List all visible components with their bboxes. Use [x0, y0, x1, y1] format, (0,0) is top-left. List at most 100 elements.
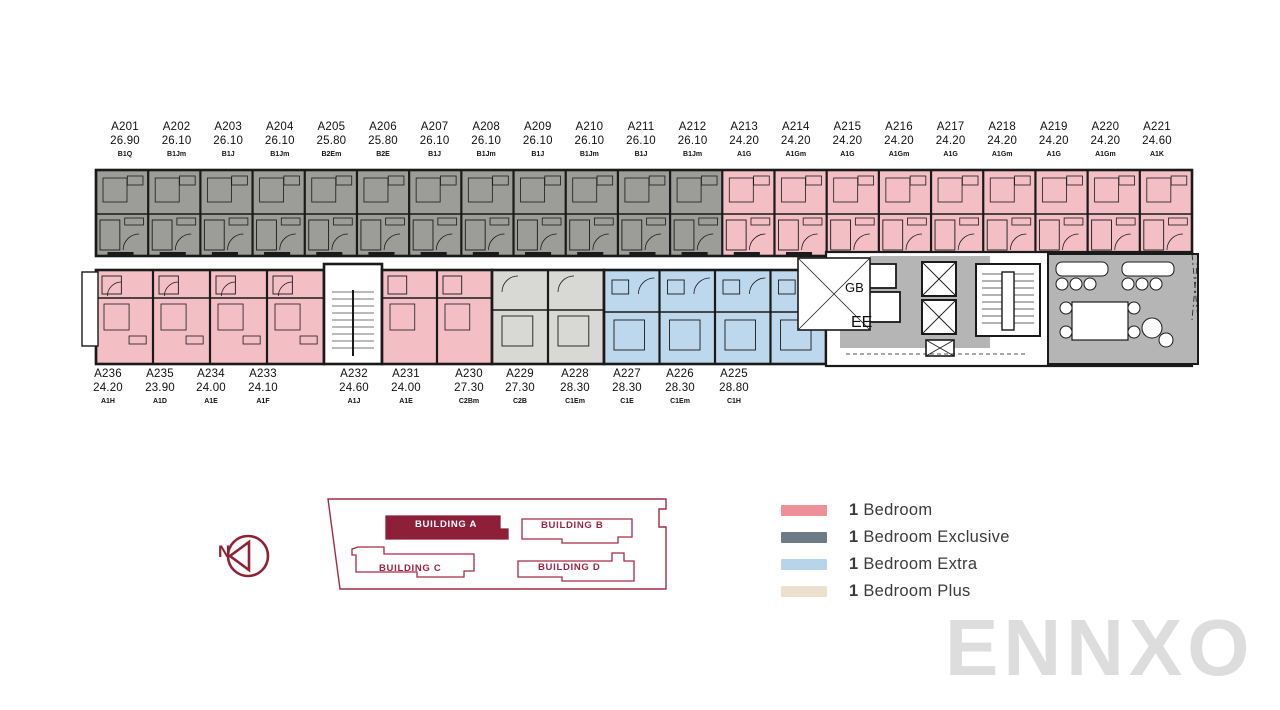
- legend-swatch: [781, 586, 827, 597]
- lounge-chair-symbol: [1141, 317, 1163, 339]
- unit-cell-a221[interactable]: [1139, 170, 1192, 256]
- door-swing: [383, 233, 401, 251]
- unit-type-code: A1G: [840, 151, 855, 158]
- unit-cell-a203[interactable]: [200, 170, 253, 256]
- unit-number: A206: [369, 121, 397, 133]
- kitchen-symbol: [802, 217, 823, 226]
- unit-cell-a202[interactable]: [148, 170, 201, 256]
- facade-mullion: [368, 252, 395, 256]
- unit-cell-a206[interactable]: [356, 170, 410, 256]
- unit-type-code: B1Jm: [683, 151, 703, 158]
- unit-number: A225: [720, 368, 748, 380]
- legend-label: 1 Bedroom Extra: [849, 555, 977, 574]
- bathroom-symbol: [308, 219, 330, 251]
- unit-cell-a213[interactable]: [722, 170, 775, 256]
- chair-symbol: [1127, 325, 1141, 339]
- bed-symbol: [274, 303, 301, 331]
- unit-type-code: A1D: [152, 398, 167, 405]
- bathroom-symbol: [722, 279, 741, 295]
- unit-area: 27.30: [505, 382, 535, 394]
- unit-cell-a219[interactable]: [1035, 170, 1088, 256]
- bed-symbol: [206, 177, 232, 203]
- unit-type-code: A1Gm: [1095, 151, 1116, 158]
- unit-cell-a215[interactable]: [826, 170, 879, 256]
- bed-symbol: [259, 177, 284, 203]
- wardrobe-symbol: [126, 175, 144, 186]
- door-swing: [540, 233, 557, 251]
- unit-area: 24.20: [884, 135, 914, 147]
- unit-area: 24.20: [93, 382, 123, 394]
- keyplan-label-building-a[interactable]: BUILDING A: [415, 519, 478, 530]
- unit-type-code: C1Em: [670, 398, 690, 405]
- bathroom-symbol: [725, 219, 747, 251]
- unit-area: 28.80: [719, 382, 749, 394]
- unit-number: A217: [936, 121, 965, 133]
- unit-number: A230: [455, 368, 483, 380]
- door-swing: [331, 233, 348, 251]
- chair-symbol: [1059, 325, 1073, 339]
- bed-symbol: [728, 177, 754, 203]
- unit-cell-a207[interactable]: [409, 170, 462, 256]
- unit-cell-a217[interactable]: [931, 170, 984, 256]
- unit-cell-a211[interactable]: [617, 170, 671, 256]
- bed-symbol: [102, 177, 128, 203]
- chair-symbol: [1059, 301, 1073, 315]
- unit-cell-a205[interactable]: [304, 170, 357, 256]
- legend-label-count: 1: [849, 555, 859, 573]
- unit-number: A231: [392, 368, 420, 380]
- unit-cell-a209[interactable]: [513, 170, 566, 256]
- legend-item-3: 1 Bedroom Plus: [781, 578, 1010, 605]
- unit-area: 26.10: [264, 135, 295, 147]
- kitchen-symbol: [299, 335, 318, 345]
- keyplan-label-building-c[interactable]: BUILDING C: [379, 563, 442, 574]
- keyplan-label-building-d[interactable]: BUILDING D: [538, 562, 601, 573]
- elevator-x: [925, 339, 955, 357]
- kitchen-symbol: [1063, 217, 1084, 226]
- bathroom-symbol: [611, 279, 630, 295]
- unit-area: 24.20: [935, 135, 966, 147]
- bed-symbol: [669, 319, 701, 351]
- unit-number: A208: [472, 121, 501, 133]
- wardrobe-symbol: [1118, 175, 1135, 186]
- unit-cell-a208[interactable]: [461, 170, 514, 256]
- kitchen-symbol: [594, 217, 614, 226]
- compass-north-label: N: [218, 542, 231, 561]
- keyplan-building-c-shape[interactable]: [351, 546, 475, 578]
- keyplan-building-a-shape[interactable]: [385, 515, 509, 540]
- unit-cell-a210[interactable]: [565, 170, 618, 256]
- unit-area: 24.00: [196, 382, 226, 394]
- bathroom-symbol: [778, 219, 799, 251]
- unit-cell-a204[interactable]: [252, 170, 305, 256]
- unit-type-code: B1Jm: [579, 151, 599, 158]
- unit-cell-a201[interactable]: [96, 170, 149, 256]
- unit-area: 24.20: [987, 135, 1018, 147]
- keyplan-building-d-shape[interactable]: [517, 552, 635, 582]
- keyplan-label-building-b[interactable]: BUILDING B: [541, 520, 604, 531]
- wardrobe-symbol: [1066, 175, 1083, 186]
- facade-mullion: [733, 252, 760, 256]
- door-swing: [644, 233, 662, 251]
- unit-cell-a212[interactable]: [670, 170, 723, 256]
- unit-cell-a220[interactable]: [1087, 170, 1140, 256]
- meeting-table: [1071, 301, 1129, 341]
- unit-cell-a216[interactable]: [878, 170, 932, 256]
- key-plan: BUILDING A BUILDING B BUILDING C BUILDIN…: [322, 497, 672, 602]
- bed-symbol: [557, 315, 590, 347]
- bathroom-symbol: [464, 219, 486, 251]
- unit-cell-a218[interactable]: [983, 170, 1036, 256]
- unit-cell-a214[interactable]: [774, 170, 827, 256]
- bed-symbol: [415, 177, 441, 203]
- unit-number: A205: [317, 121, 346, 133]
- keyplan-building-b-shape[interactable]: [521, 518, 633, 544]
- wardrobe-symbol: [179, 175, 196, 186]
- plan-annotation-ee: EE: [851, 314, 872, 331]
- unit-area: 28.30: [560, 382, 590, 394]
